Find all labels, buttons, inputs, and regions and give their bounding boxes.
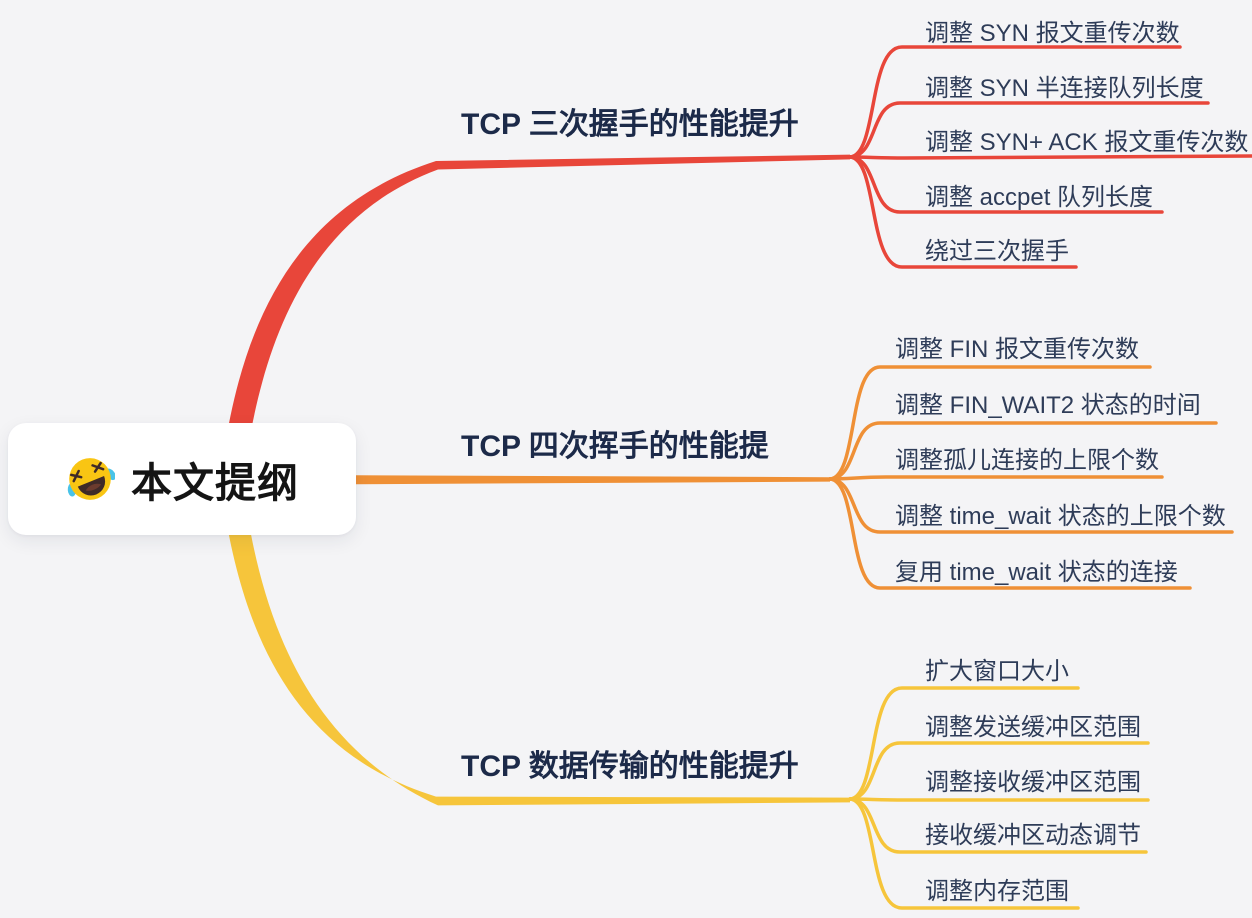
root-node[interactable]: 本文提纲 xyxy=(8,423,356,535)
child-node-b1-i3[interactable]: 调整 SYN+ ACK 报文重传次数 xyxy=(925,129,1249,156)
child-node-b2-i5[interactable]: 复用 time_wait 状态的连接 xyxy=(895,559,1178,586)
branch-node-tcp-wavehand[interactable]: TCP 四次挥手的性能提 xyxy=(461,430,769,463)
child-node-b3-i2[interactable]: 调整发送缓冲区范围 xyxy=(925,714,1141,741)
child-node-b2-i4[interactable]: 调整 time_wait 状态的上限个数 xyxy=(895,503,1226,530)
branch-1-trunk xyxy=(224,154,850,454)
branch-3-child-5-connector xyxy=(848,797,1080,910)
child-node-b2-i2[interactable]: 调整 FIN_WAIT2 状态的时间 xyxy=(895,392,1201,419)
child-node-b3-i1[interactable]: 扩大窗口大小 xyxy=(925,658,1069,685)
child-node-b1-i5[interactable]: 绕过三次握手 xyxy=(925,238,1069,265)
child-node-b3-i5[interactable]: 调整内存范围 xyxy=(925,878,1069,905)
rofl-emoji-icon xyxy=(67,458,115,500)
branch-2-child-1-connector xyxy=(828,365,1152,481)
branch-3-child-1-connector xyxy=(848,686,1080,801)
branch-3-child-3-connector xyxy=(848,797,1150,802)
child-node-b2-i3[interactable]: 调整孤儿连接的上限个数 xyxy=(895,447,1159,474)
child-node-b1-i4[interactable]: 调整 accpet 队列长度 xyxy=(925,184,1154,211)
branch-2-child-3-connector xyxy=(828,475,1164,481)
branch-1-child-2-connector xyxy=(848,101,1210,159)
child-node-b3-i4[interactable]: 接收缓冲区动态调节 xyxy=(925,822,1141,849)
branch-node-tcp-handshake[interactable]: TCP 三次握手的性能提升 xyxy=(461,108,799,141)
branch-2-child-2-connector xyxy=(828,421,1218,481)
branch-node-tcp-transfer[interactable]: TCP 数据传输的性能提升 xyxy=(461,750,799,783)
branch-3-child-2-connector xyxy=(848,741,1150,801)
branch-2-child-5-connector xyxy=(828,477,1192,590)
child-node-b3-i3[interactable]: 调整接收缓冲区范围 xyxy=(925,769,1141,796)
child-node-b1-i1[interactable]: 调整 SYN 报文重传次数 xyxy=(925,20,1180,47)
branch-2-trunk xyxy=(356,475,830,485)
branch-1-child-5-connector xyxy=(848,155,1078,269)
root-node-label: 本文提纲 xyxy=(131,460,299,506)
child-node-b1-i2[interactable]: 调整 SYN 半连接队列长度 xyxy=(925,75,1204,102)
branch-1-child-1-connector xyxy=(848,45,1182,159)
child-node-b2-i1[interactable]: 调整 FIN 报文重传次数 xyxy=(895,336,1139,363)
